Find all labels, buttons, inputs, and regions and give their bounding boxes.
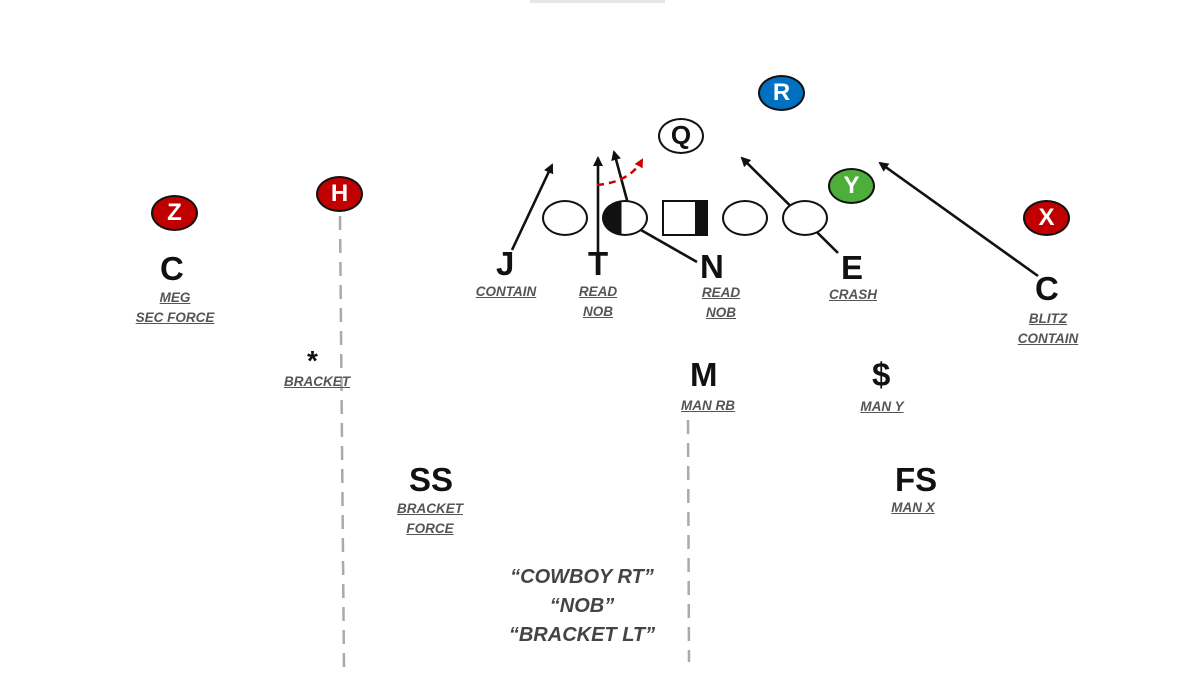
strong-safety-assignment-2: FORCE (406, 521, 454, 536)
free-safety-label: FS (895, 461, 938, 498)
strong-safety-assignment-1: BRACKET (397, 501, 463, 516)
end-label: E (841, 249, 864, 286)
star-label: * (307, 345, 318, 376)
corner-left-assignment: MEG SEC FORCE (136, 288, 215, 328)
right-guard (722, 200, 768, 236)
money-assignment-1: MAN Y (860, 399, 904, 414)
free-safety-assignment-1: MAN X (891, 500, 935, 515)
running-back-r: R (758, 75, 805, 111)
corner-left-label: C (160, 250, 184, 287)
jack-assignment: CONTAIN (476, 282, 537, 302)
guide-line-left (338, 215, 346, 669)
free-safety-assignment: MAN X (891, 498, 935, 518)
nose-rush-arrow-a (633, 224, 698, 264)
tackle-loop-route (596, 158, 644, 187)
corner-right-assignment-2: CONTAIN (1017, 331, 1079, 346)
left-guard (602, 200, 648, 236)
nose-assignment-1: READ (701, 285, 741, 300)
call-cowboy-rt: “COWBOY RT” (510, 566, 654, 588)
strong-safety-assignment: BRACKET FORCE (397, 499, 463, 539)
tackle-assignment: READ NOB (579, 282, 617, 322)
end-assignment: CRASH (829, 285, 877, 305)
receiver-z: Z (151, 195, 198, 231)
end-assignment-1: CRASH (828, 287, 878, 302)
tackle-label: T (588, 245, 609, 282)
money-assignment: MAN Y (860, 397, 903, 417)
corner-right-label: C (1035, 270, 1059, 307)
top-tab-decoration (530, 0, 665, 3)
mike-assignment: MAN RB (681, 396, 735, 416)
corner-left-assignment-1: MEG (159, 290, 191, 305)
play-calls: “COWBOY RT” “NOB” “BRACKET LT” (509, 563, 655, 650)
corner-right-assignment: BLITZ CONTAIN (1018, 309, 1079, 349)
tackle-assignment-1: READ (578, 284, 618, 299)
strong-safety-label: SS (409, 461, 454, 498)
nose-assignment: READ NOB (702, 283, 740, 323)
tight-end-y: Y (828, 168, 875, 204)
money-label: $ (872, 356, 891, 393)
nose-assignment-2: NOB (705, 305, 736, 320)
mike-assignment-1: MAN RB (681, 398, 735, 413)
jack-rush-arrow (510, 163, 554, 251)
jack-assignment-1: CONTAIN (475, 284, 537, 299)
left-tackle (542, 200, 588, 236)
quarterback-q: Q (658, 118, 704, 154)
mike-label: M (690, 356, 718, 393)
corner-right-assignment-1: BLITZ (1028, 311, 1068, 326)
tackle-assignment-2: NOB (582, 304, 613, 319)
star-assignment: BRACKET (284, 372, 350, 392)
jack-label: J (496, 245, 515, 282)
guide-line-middle (686, 419, 691, 663)
call-nob: “NOB” (549, 595, 615, 617)
corner-blitz-arrow (878, 161, 1039, 278)
corner-left-assignment-2: SEC FORCE (135, 310, 215, 325)
star-assignment-1: BRACKET (284, 374, 350, 389)
call-bracket-lt: “BRACKET LT” (508, 624, 656, 646)
receiver-h: H (316, 176, 363, 212)
receiver-x: X (1023, 200, 1070, 236)
center (662, 200, 708, 236)
nose-label: N (700, 248, 724, 285)
right-tackle (782, 200, 828, 236)
